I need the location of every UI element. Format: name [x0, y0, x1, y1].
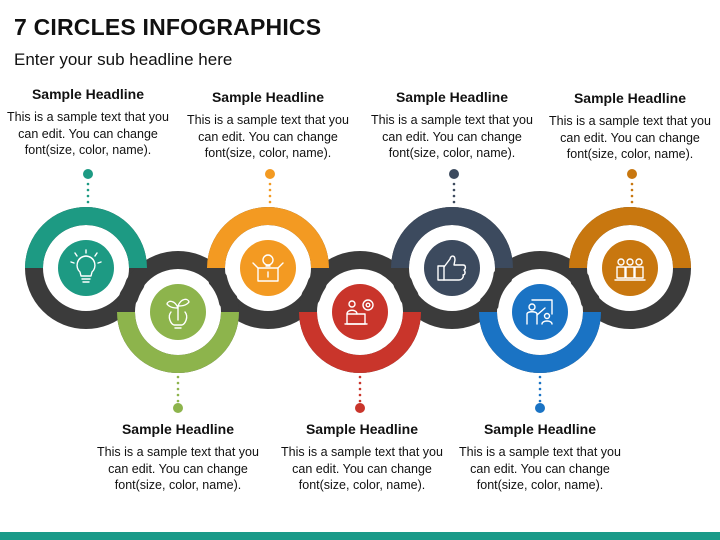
item-2-text: Sample Headline This is a sample text th…: [88, 421, 268, 494]
connector-dash-6: [538, 399, 542, 403]
connector-dash-5: [452, 188, 456, 192]
connector-dash-7: [630, 200, 634, 204]
connector-dash-6: [538, 381, 542, 385]
item-5-headline: Sample Headline: [395, 89, 509, 105]
connector-dot-7: [627, 169, 637, 179]
color-arc-5: [391, 207, 513, 269]
connector-dash-6: [538, 375, 542, 379]
item-7-headline: Sample Headline: [573, 90, 687, 106]
connector-dash-5: [452, 200, 456, 204]
item-6-text: Sample Headline This is a sample text th…: [450, 421, 630, 494]
color-arc-3: [207, 207, 329, 269]
item-6-body: This is a sample text that you can edit.…: [459, 445, 621, 492]
item-6-headline: Sample Headline: [483, 421, 597, 437]
inner-circle-4: [332, 284, 388, 340]
connector-dash-2: [176, 399, 180, 403]
connector-dash-7: [630, 194, 634, 198]
item-3-body: This is a sample text that you can edit.…: [187, 113, 349, 160]
connector-dot-4: [355, 403, 365, 413]
color-arc-7: [569, 207, 691, 269]
connector-dash-4: [358, 375, 362, 379]
connector-dot-3: [265, 169, 275, 179]
color-arc-2: [117, 311, 239, 373]
connector-dash-3: [268, 182, 272, 186]
team-group-icon: [614, 258, 646, 281]
box-idea-icon: [252, 254, 284, 282]
connector-dash-4: [358, 381, 362, 385]
connector-dash-7: [630, 188, 634, 192]
connector-dot-1: [83, 169, 93, 179]
connector-dash-4: [358, 387, 362, 391]
connector-dash-1: [86, 194, 90, 198]
connector-dash-4: [358, 393, 362, 397]
item-5-body: This is a sample text that you can edit.…: [371, 113, 533, 160]
connector-dash-2: [176, 381, 180, 385]
connector-dash-2: [176, 375, 180, 379]
item-1-headline: Sample Headline: [31, 86, 145, 102]
item-4-headline: Sample Headline: [305, 421, 419, 437]
item-1-text: Sample Headline This is a sample text th…: [0, 86, 178, 159]
item-5-text: Sample Headline This is a sample text th…: [362, 89, 542, 162]
connector-dash-6: [538, 393, 542, 397]
inner-circle-1: [58, 240, 114, 296]
connector-dash-3: [268, 194, 272, 198]
item-2-headline: Sample Headline: [121, 421, 235, 437]
color-arc-1: [25, 207, 147, 269]
item-2-body: This is a sample text that you can edit.…: [97, 445, 259, 492]
connector-dash-3: [268, 200, 272, 204]
connector-dash-5: [452, 194, 456, 198]
page-subtitle: Enter your sub headline here: [14, 50, 233, 69]
color-arc-4: [299, 311, 421, 373]
item-7-body: This is a sample text that you can edit.…: [549, 114, 711, 161]
connector-dash-2: [176, 393, 180, 397]
inner-circle-5: [424, 240, 480, 296]
lightbulb-icon: [70, 249, 102, 283]
color-arc-6: [479, 311, 601, 373]
page-title: 7 CIRCLES INFOGRAPHICS: [14, 14, 322, 40]
inner-circle-7: [602, 240, 658, 296]
workspace-gear-icon: [344, 299, 374, 325]
item-3-headline: Sample Headline: [211, 89, 325, 105]
connector-dash-7: [630, 182, 634, 186]
connector-dot-6: [535, 403, 545, 413]
item-4-text: Sample Headline This is a sample text th…: [272, 421, 452, 494]
connector-dash-1: [86, 182, 90, 186]
item-7-text: Sample Headline This is a sample text th…: [540, 90, 720, 163]
presentation-meeting-icon: [526, 299, 553, 325]
connector-dash-1: [86, 188, 90, 192]
connector-dot-5: [449, 169, 459, 179]
connector-dash-4: [358, 399, 362, 403]
item-1-body: This is a sample text that you can edit.…: [7, 110, 169, 157]
connector-dash-3: [268, 188, 272, 192]
connector-dash-6: [538, 387, 542, 391]
footer-bar: [0, 532, 720, 540]
thumbs-up-icon: [437, 255, 467, 281]
connector-dash-1: [86, 200, 90, 204]
item-3-text: Sample Headline This is a sample text th…: [178, 89, 358, 162]
item-4-body: This is a sample text that you can edit.…: [281, 445, 443, 492]
connector-dash-2: [176, 387, 180, 391]
connector-dot-2: [173, 403, 183, 413]
plant-bulb-icon: [166, 298, 190, 329]
connector-dash-5: [452, 182, 456, 186]
